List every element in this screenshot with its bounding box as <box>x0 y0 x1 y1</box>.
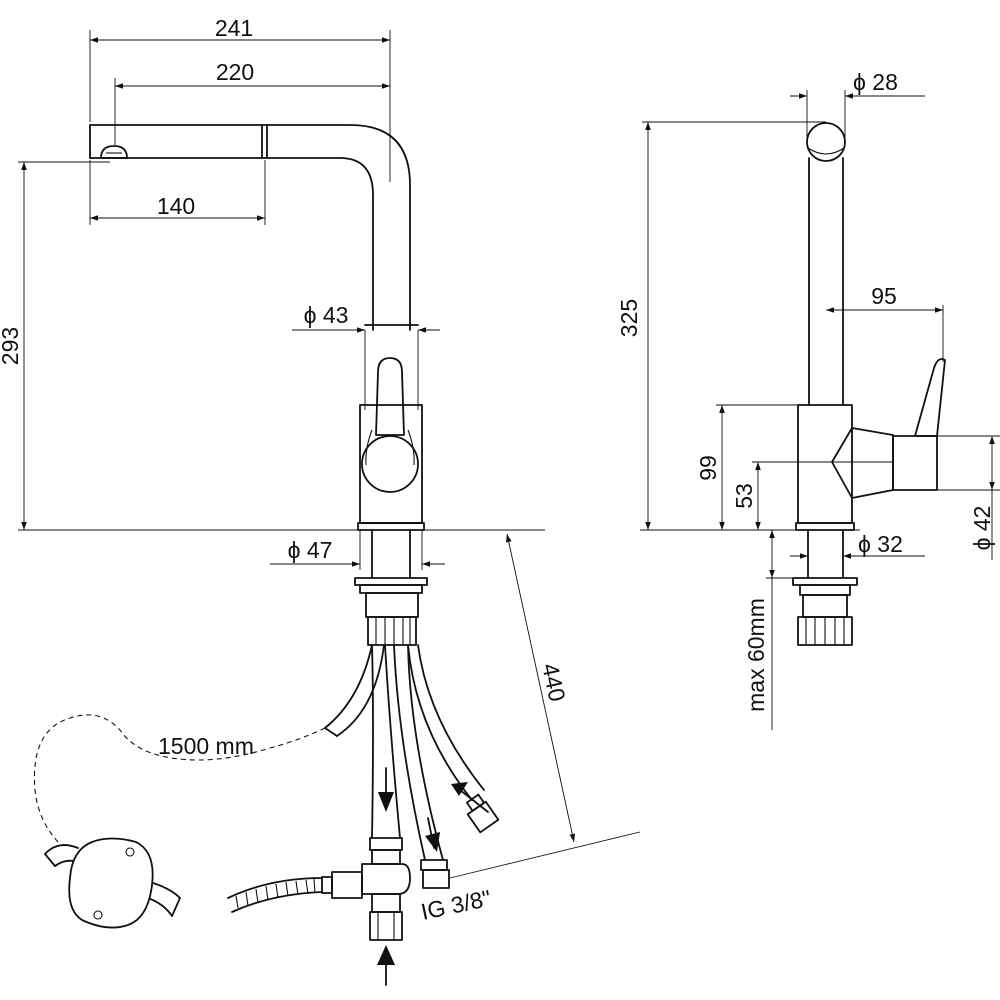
side-faucet <box>795 122 946 531</box>
label-max-60mm: max 60mm <box>743 598 769 712</box>
arrow-down-icon <box>378 792 394 812</box>
label-99: 99 <box>695 455 721 481</box>
label-325: 325 <box>616 299 642 337</box>
label-connection-thread: IG 3/8" <box>419 885 494 925</box>
hose-weight <box>68 837 154 929</box>
label-95: 95 <box>871 283 897 309</box>
dim-293: 293 <box>0 161 110 530</box>
front-shank <box>354 529 428 646</box>
dim-max-60mm: max 60mm <box>743 530 793 730</box>
arrow-down-icon <box>425 832 440 852</box>
spout <box>89 124 411 331</box>
lever <box>375 357 405 436</box>
screw-icon <box>125 847 135 857</box>
dim-phi-42: ϕ 42 <box>937 435 1000 560</box>
cartridge-round <box>361 435 419 493</box>
dim-99: 99 <box>695 404 800 530</box>
lever-base <box>892 435 938 491</box>
label-phi-32: ϕ 32 <box>858 531 903 557</box>
label-phi-43: ϕ 43 <box>304 302 349 328</box>
label-hose-length: 1500 mm <box>158 733 254 759</box>
dim-phi-32: ϕ 32 <box>790 531 925 559</box>
flow-arrows <box>377 767 489 986</box>
dim-53: 53 <box>731 461 832 530</box>
dim-95: 95 <box>826 283 944 362</box>
screw-icon <box>93 910 103 920</box>
dim-140: 140 <box>89 160 266 225</box>
side-lever <box>914 358 946 437</box>
dim-phi-43: ϕ 43 <box>292 302 440 410</box>
arrow-in-icon <box>451 782 468 796</box>
label-140: 140 <box>157 193 195 219</box>
dim-220: 220 <box>114 59 390 145</box>
dim-440: 440 <box>449 533 641 879</box>
side-view: ϕ 28 325 95 99 53 <box>616 69 1000 730</box>
front-view: 241 220 140 293 ϕ 43 <box>0 15 641 986</box>
label-phi-47: ϕ 47 <box>288 537 333 563</box>
t-valve-body <box>361 863 411 895</box>
hoses <box>324 644 485 861</box>
fittings <box>227 793 500 941</box>
dim-phi-47: ϕ 47 <box>270 530 445 570</box>
dim-phi-28: ϕ 28 <box>790 69 925 140</box>
ig-fitting-collar <box>420 859 448 871</box>
label-241: 241 <box>215 15 253 41</box>
label-phi-42: ϕ 42 <box>969 506 995 551</box>
lever-housing <box>831 427 894 499</box>
arrow-up-icon <box>377 945 395 965</box>
t-valve-side-nut <box>331 871 363 899</box>
label-phi-28: ϕ 28 <box>853 69 898 95</box>
faucet-body <box>357 324 425 531</box>
pullout-hose-path <box>33 714 326 929</box>
spout-head-circle <box>806 122 846 162</box>
label-293: 293 <box>0 327 23 365</box>
label-53: 53 <box>731 483 757 509</box>
t-valve-bottom-nut <box>369 911 403 941</box>
dim-241: 241 <box>89 15 391 182</box>
label-220: 220 <box>216 59 254 85</box>
right-fitting-nut <box>466 800 500 834</box>
ig-fitting-nut <box>422 869 450 889</box>
side-shank <box>792 529 858 646</box>
dim-325: 325 <box>616 121 826 530</box>
